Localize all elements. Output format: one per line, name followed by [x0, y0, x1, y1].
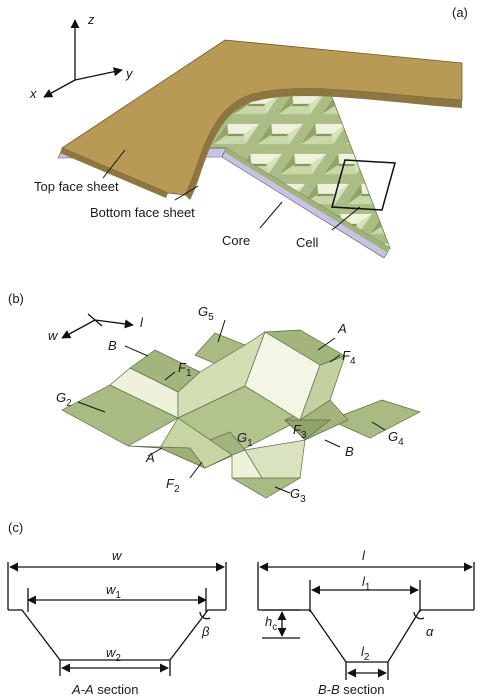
z-axis-label: z [87, 12, 95, 27]
x-axis-arrow [43, 79, 76, 98]
F3-label: F3 [293, 422, 307, 441]
w1-label: w1 [106, 582, 121, 601]
G2-leader [77, 401, 106, 413]
G1-label: G1 [237, 430, 253, 449]
panel-a: (a) z y x Top face sheet Bottom face she… [29, 5, 468, 259]
panel-c-tag: (c) [8, 520, 23, 535]
w2-label: w2 [106, 645, 121, 664]
G3-leader [274, 486, 291, 494]
l-direction-arrow [94, 319, 134, 329]
w-direction-arrow [61, 319, 96, 339]
panel-b: (b) w l [8, 291, 421, 505]
alpha-angle-arc [413, 611, 425, 620]
hc-label: hc [265, 614, 277, 633]
F1-leader [164, 371, 176, 381]
G5-leader [217, 319, 226, 343]
top-face-sheet-leader [102, 149, 126, 179]
coordinate-axes: z y x [29, 12, 134, 101]
B-right-label: B [345, 444, 354, 459]
top-face-sheet-label: Top face sheet [34, 179, 119, 194]
G4-label: G4 [388, 429, 404, 448]
A-A-section-caption: A-A section [71, 682, 138, 697]
panel-a-tag: (a) [452, 5, 468, 20]
panel-b-tag: (b) [8, 291, 24, 306]
beta-angle-arc [199, 611, 211, 620]
l2-label: l2 [361, 644, 370, 663]
l-direction-label: l [140, 315, 144, 330]
core-label: Core [222, 233, 250, 248]
panel-c: (c) w w1 w2 β A-A section [7, 520, 475, 697]
cell-leader [331, 206, 361, 231]
cell-highlight-box [331, 159, 396, 211]
unit-cell-model [61, 329, 421, 499]
B-B-section-caption: B-B section [318, 682, 384, 697]
A-top-label: A [337, 321, 347, 336]
top-face-sheet-thickness [185, 88, 462, 200]
G4-leader [371, 421, 386, 431]
G3-label: G3 [290, 486, 306, 505]
F4-leader [329, 354, 341, 363]
F1-label: F1 [178, 360, 192, 379]
direction-crossbar [87, 313, 103, 327]
A-top-leader [317, 337, 336, 351]
cell-label: Cell [296, 235, 319, 250]
alpha-label: α [426, 624, 434, 639]
w-label: w [112, 548, 123, 563]
F2-label: F2 [166, 476, 180, 495]
x-axis-label: x [29, 86, 37, 101]
B-B-section-drawing: l l1 l2 hc α B-B section [257, 548, 475, 697]
w-direction-label: w [48, 328, 59, 343]
core-side-edge [224, 148, 390, 253]
y-axis-label: y [125, 66, 134, 81]
y-axis-arrow [74, 67, 123, 81]
B-B-section-profile [258, 609, 474, 663]
B-left-label: B [108, 338, 117, 353]
core-leader [259, 201, 283, 229]
B-right-leader [324, 439, 341, 448]
G5-label: G5 [198, 304, 214, 323]
A-bottom-leader [147, 447, 163, 457]
bottom-face-sheet-leader [174, 185, 199, 201]
l1-label: l1 [362, 574, 371, 593]
G2-label: G2 [56, 390, 72, 409]
top-face-sheet-front-edge [60, 148, 168, 198]
A-A-section-profile [8, 609, 226, 661]
A-A-section-drawing: w w1 w2 β A-A section [7, 548, 227, 697]
A-bottom-label: A [145, 450, 155, 465]
l-label: l [362, 548, 366, 563]
B-left-leader [124, 345, 149, 357]
F4-label: F4 [342, 348, 356, 367]
beta-label: β [201, 624, 210, 639]
bottom-face-sheet-label: Bottom face sheet [90, 205, 195, 220]
F2-leader [189, 461, 203, 479]
